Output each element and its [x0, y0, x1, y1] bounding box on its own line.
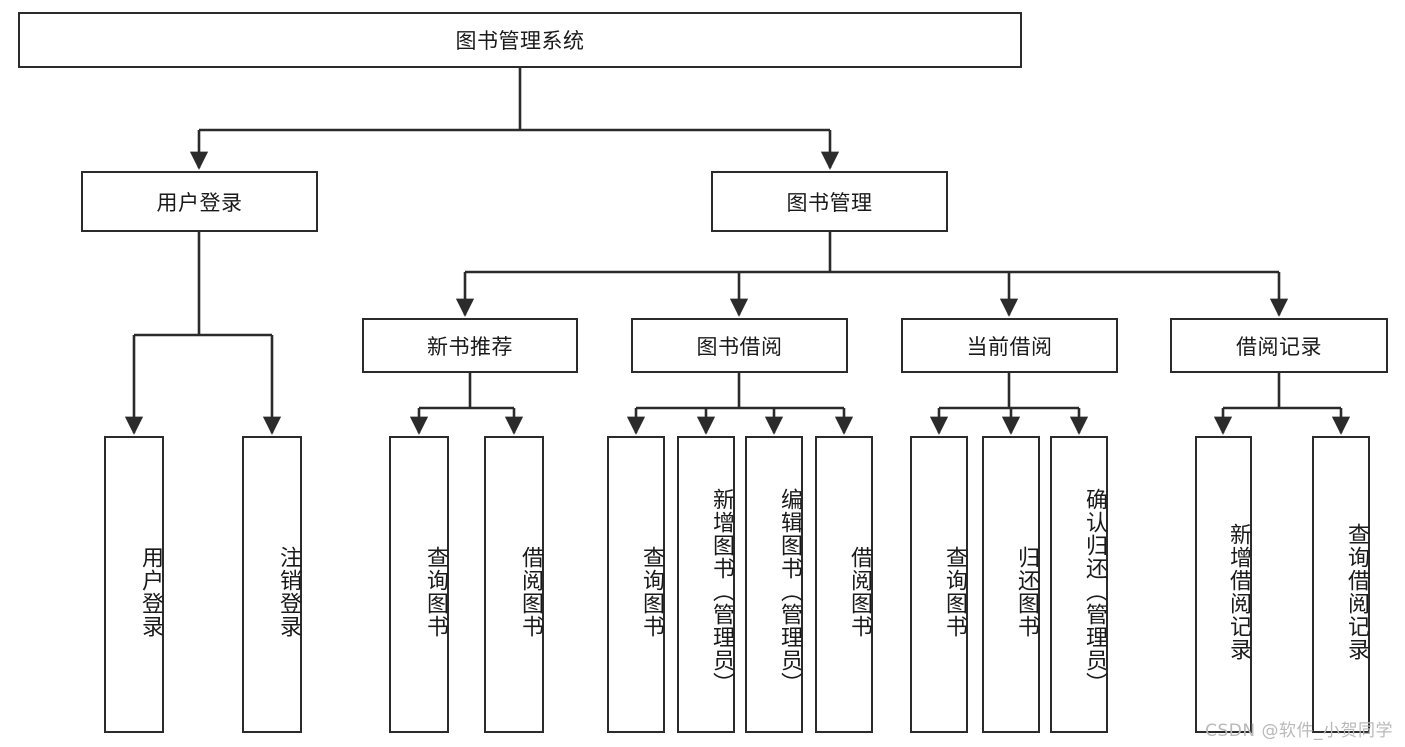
node-leaf-borrow-book-2[interactable]: 借阅图书 — [815, 436, 873, 733]
node-leaf-return-book[interactable]: 归还图书 — [982, 436, 1040, 733]
node-label: 图书管理 — [786, 190, 873, 215]
node-leaf-query-record[interactable]: 查询借阅记录 — [1312, 436, 1370, 733]
watermark-text: CSDN @软件_小贺同学 — [1205, 721, 1393, 741]
node-label: 新书推荐 — [427, 334, 513, 359]
node-leaf-borrow-book-1[interactable]: 借阅图书 — [484, 436, 544, 733]
node-label: 查询图书 — [942, 545, 967, 638]
node-label: 查询图书 — [639, 545, 664, 638]
node-label: 借阅图书 — [518, 545, 543, 638]
node-label: 图书管理系统 — [455, 29, 585, 53]
node-leaf-query-book-3[interactable]: 查询图书 — [910, 436, 968, 733]
node-label: 当前借阅 — [966, 334, 1053, 359]
node-label: 用户登录 — [138, 545, 163, 638]
node-leaf-logout[interactable]: 注销登录 — [242, 436, 302, 733]
node-label: 图书借阅 — [696, 334, 783, 359]
node-label: 编辑图书（管理员） — [777, 488, 802, 695]
node-label: 借阅图书 — [847, 545, 872, 638]
node-label: 借阅记录 — [1236, 334, 1322, 359]
node-label: 确认归还（管理员） — [1082, 488, 1107, 695]
node-user-login[interactable]: 用户登录 — [81, 171, 318, 232]
node-current-borrow[interactable]: 当前借阅 — [901, 318, 1118, 373]
node-label: 查询借阅记录 — [1344, 522, 1369, 661]
node-label: 新增借阅记录 — [1226, 522, 1251, 661]
node-root[interactable]: 图书管理系统 — [18, 12, 1022, 68]
node-label: 注销登录 — [276, 545, 301, 638]
node-leaf-edit-book[interactable]: 编辑图书（管理员） — [745, 436, 803, 733]
node-leaf-confirm-return[interactable]: 确认归还（管理员） — [1050, 436, 1108, 733]
node-label: 用户登录 — [156, 190, 243, 215]
node-book-manage[interactable]: 图书管理 — [711, 171, 948, 232]
node-borrow-record[interactable]: 借阅记录 — [1170, 318, 1388, 373]
node-label: 查询图书 — [423, 545, 448, 638]
node-leaf-add-book[interactable]: 新增图书（管理员） — [677, 436, 735, 733]
node-label: 新增图书（管理员） — [709, 488, 734, 695]
node-leaf-add-record[interactable]: 新增借阅记录 — [1195, 436, 1252, 733]
node-new-book-recommend[interactable]: 新书推荐 — [362, 318, 578, 373]
node-book-borrow[interactable]: 图书借阅 — [631, 318, 848, 373]
node-leaf-query-book-2[interactable]: 查询图书 — [607, 436, 665, 733]
node-leaf-user-login[interactable]: 用户登录 — [104, 436, 164, 733]
node-label: 归还图书 — [1014, 545, 1039, 638]
node-leaf-query-book-1[interactable]: 查询图书 — [389, 436, 449, 733]
